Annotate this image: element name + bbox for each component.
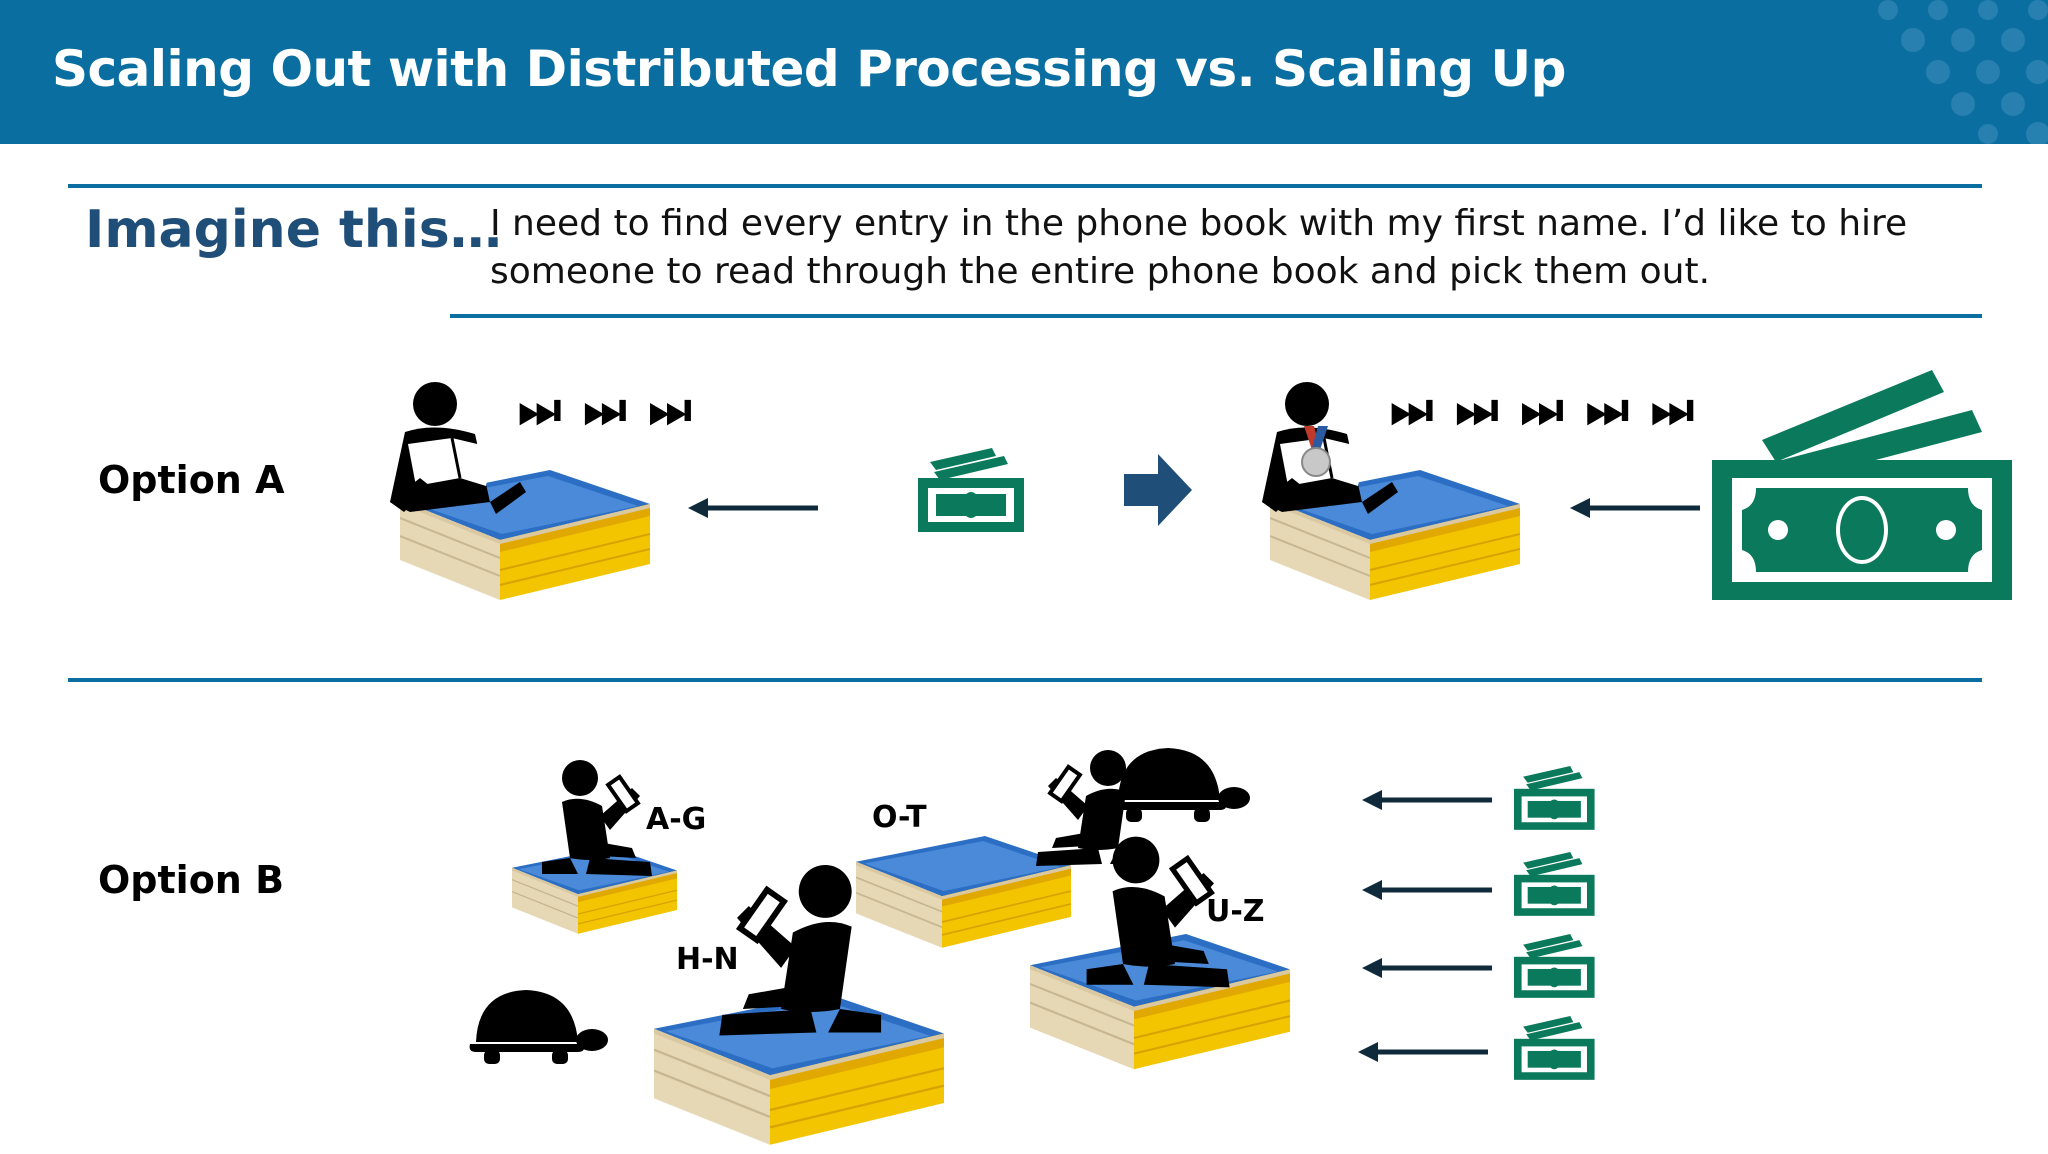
option-b-label: Option B <box>98 858 285 902</box>
divider-intro <box>450 314 1982 318</box>
divider-options <box>68 678 1982 682</box>
turtle-icon <box>1111 748 1250 822</box>
divider-top <box>68 184 1982 188</box>
page-title: Scaling Out with Distributed Processing … <box>52 40 1566 98</box>
range-label: O-T <box>872 800 927 835</box>
fast-forward-icon: ⏭⏭⏭ <box>518 382 714 438</box>
medal-icon <box>1301 426 1331 477</box>
arrow-left-icon <box>1362 958 1502 982</box>
money-icon <box>1514 1016 1595 1080</box>
money-icon <box>1514 766 1595 830</box>
arrow-right-icon <box>1124 454 1192 526</box>
arrow-left-icon <box>1358 1042 1498 1066</box>
money-icon <box>1514 852 1595 916</box>
turtle-icon <box>469 990 608 1064</box>
money-icon <box>1514 934 1595 998</box>
intro-text: I need to find every entry in the phone … <box>490 203 1908 292</box>
fast-forward-icon: ⏭⏭⏭⏭⏭ <box>1390 382 1717 438</box>
money-icon <box>918 448 1024 532</box>
range-label: A-G <box>646 802 707 837</box>
arrow-left-icon <box>688 498 828 522</box>
arrow-left-icon <box>1362 790 1502 814</box>
money-icon <box>1712 370 2012 600</box>
arrow-left-icon <box>1362 880 1502 904</box>
dots-pattern-icon <box>1878 0 2048 144</box>
person-reading-icon <box>714 862 884 1038</box>
arrow-left-icon <box>1570 498 1710 522</box>
person-reading-icon <box>540 758 654 878</box>
range-label: H-N <box>676 942 739 977</box>
person-reading-icon <box>390 382 528 516</box>
option-a-label: Option A <box>98 458 285 502</box>
title-bar: Scaling Out with Distributed Processing … <box>0 0 2048 144</box>
range-label: U-Z <box>1206 894 1265 929</box>
intro-heading: Imagine this… <box>85 200 502 260</box>
